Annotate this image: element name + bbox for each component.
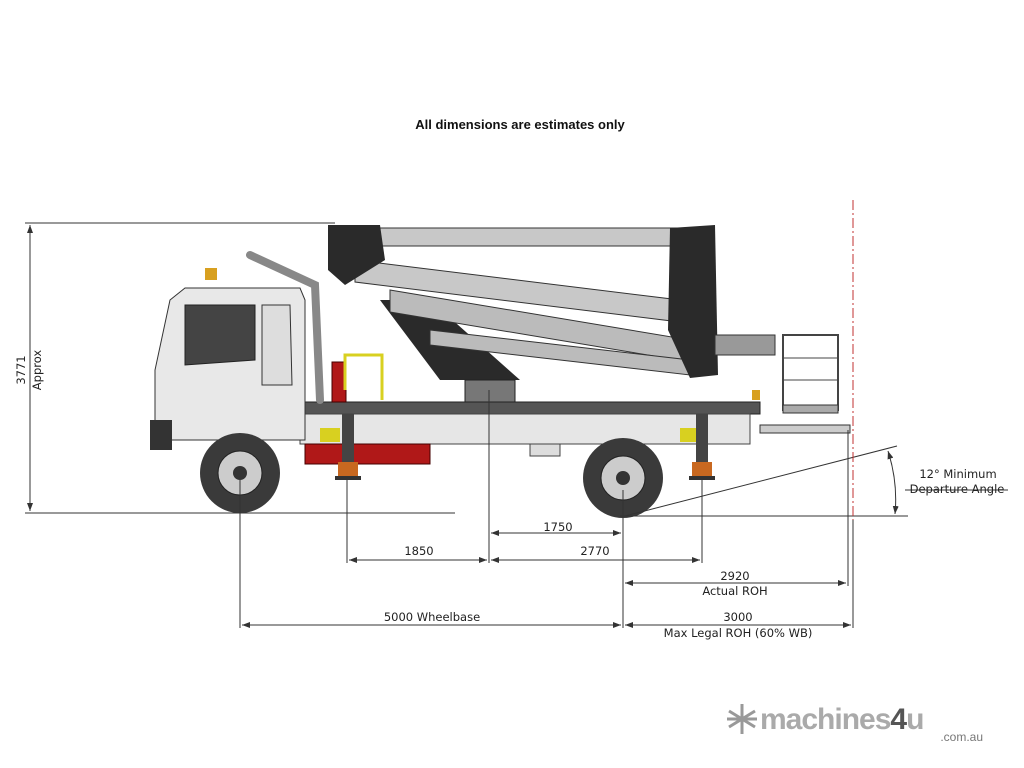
dim-1850: 1850: [404, 544, 433, 558]
height-dimension: 3771 Approx: [14, 222, 455, 514]
height-value: 3771: [14, 355, 28, 384]
departure-angle: 12° Minimum Departure Angle: [620, 445, 1008, 517]
snowflake-icon: [727, 704, 757, 734]
actual-roh-label: Actual ROH: [702, 584, 767, 598]
machines4u-logo: machines4u .com.au: [727, 703, 983, 744]
angle-label-1: 12° Minimum: [919, 467, 996, 481]
dim-2770: 2770: [580, 544, 609, 558]
logo-domain: .com.au: [940, 730, 983, 744]
dim-3000: 3000: [723, 610, 752, 624]
drawing-title: All dimensions are estimates only: [415, 117, 625, 132]
dimension-lines: 1750 1850 2770 2920 Actual ROH 3000 Max …: [242, 520, 851, 640]
dim-1750: 1750: [543, 520, 572, 534]
rear-wheel: [583, 438, 663, 518]
wheelbase-label: 5000 Wheelbase: [384, 610, 480, 624]
dim-2920: 2920: [720, 569, 749, 583]
angle-label-2: Departure Angle: [910, 482, 1005, 496]
max-legal-roh-label: Max Legal ROH (60% WB): [664, 626, 813, 640]
svg-text:machines4u: machines4u: [760, 703, 923, 736]
front-wheel: [200, 433, 280, 513]
height-note: Approx: [30, 350, 44, 391]
truck: [150, 225, 851, 518]
